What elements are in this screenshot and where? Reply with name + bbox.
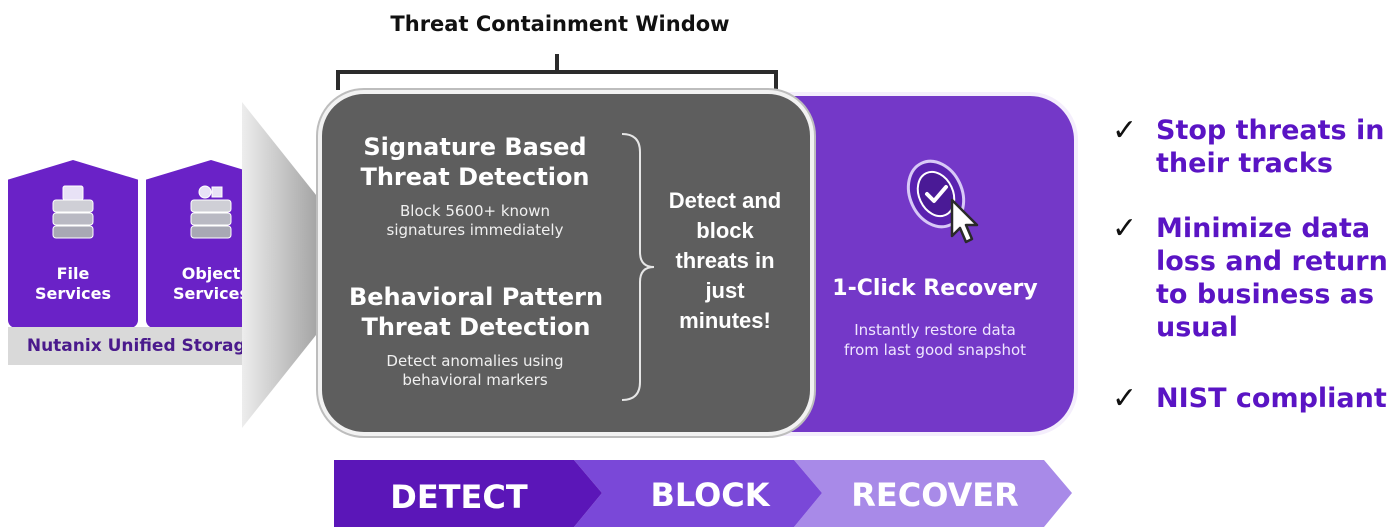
server-stack-icon (190, 185, 232, 239)
outcome-3-line1: NIST compliant (1156, 383, 1387, 414)
signature-detection-title: Signature Based Threat Detection (340, 132, 610, 192)
object-services-label-line2: Services (172, 284, 250, 303)
file-services-tile: File Services (8, 160, 138, 328)
signature-title-line2: Threat Detection (360, 163, 590, 191)
summary-line-4: just (705, 278, 745, 303)
recovery-description: Instantly restore data from last good sn… (800, 320, 1070, 360)
grouping-brace (621, 133, 655, 401)
outcome-1-line1: Stop threats in (1156, 115, 1385, 146)
behavioral-desc-line2: behavioral markers (402, 371, 548, 389)
signature-desc-line1: Block 5600+ known (400, 202, 550, 220)
signature-title-line1: Signature Based (363, 133, 587, 161)
file-services-label-line1: File (56, 264, 90, 283)
detect-phase-label: DETECT (390, 478, 528, 516)
phase-arrows (334, 460, 1072, 527)
one-click-recovery-title: 1-Click Recovery (832, 276, 1038, 301)
outcome-1-line2: their tracks (1156, 148, 1333, 179)
summary-line-3: threats in (675, 248, 775, 273)
behavioral-title-line2: Threat Detection (361, 313, 591, 341)
checkmark-icon: ✓ (1112, 113, 1138, 148)
recover-phase-label: RECOVER (851, 476, 1019, 514)
signature-detection-description: Block 5600+ known signatures immediately (350, 202, 600, 240)
one-click-cursor-icon (906, 159, 979, 244)
detect-block-summary: Detect and block threats in just minutes… (655, 186, 795, 336)
block-phase-label: BLOCK (650, 476, 770, 514)
outcome-2-line1: Minimize data (1156, 213, 1371, 244)
recovery-desc-line2: from last good snapshot (843, 341, 1027, 359)
containment-bracket (336, 54, 778, 90)
behavioral-title-line1: Behavioral Pattern (348, 283, 604, 311)
summary-line-5: minutes! (679, 308, 771, 333)
threat-containment-window-title: Threat Containment Window (390, 12, 730, 36)
nutanix-unified-storage-label: Nutanix Unified Storage (8, 327, 276, 365)
checkmark-icon: ✓ (1112, 381, 1138, 416)
outcome-2-line4: usual (1156, 312, 1238, 343)
summary-line-1: Detect and (668, 188, 782, 213)
object-services-label-line1: Object (181, 264, 241, 283)
summary-line-2: block (696, 218, 754, 243)
detect-phase-arrow (334, 460, 602, 527)
outcome-2-line3: to business as (1156, 279, 1375, 310)
file-services-label-line2: Services (34, 284, 112, 303)
recover-phase-arrow (794, 460, 1072, 527)
outcome-2-line2: loss and return (1156, 246, 1388, 277)
behavioral-detection-title: Behavioral Pattern Threat Detection (330, 282, 622, 342)
recovery-desc-line1: Instantly restore data (854, 321, 1016, 339)
server-stack-icon (52, 185, 94, 239)
checkmark-icon: ✓ (1112, 211, 1138, 246)
detection-panel (318, 90, 814, 436)
behavioral-desc-line1: Detect anomalies using (386, 352, 564, 370)
signature-desc-line2: signatures immediately (386, 221, 564, 239)
block-phase-arrow (574, 460, 822, 527)
input-funnel-shape (242, 102, 328, 428)
behavioral-detection-description: Detect anomalies using behavioral marker… (350, 352, 600, 390)
